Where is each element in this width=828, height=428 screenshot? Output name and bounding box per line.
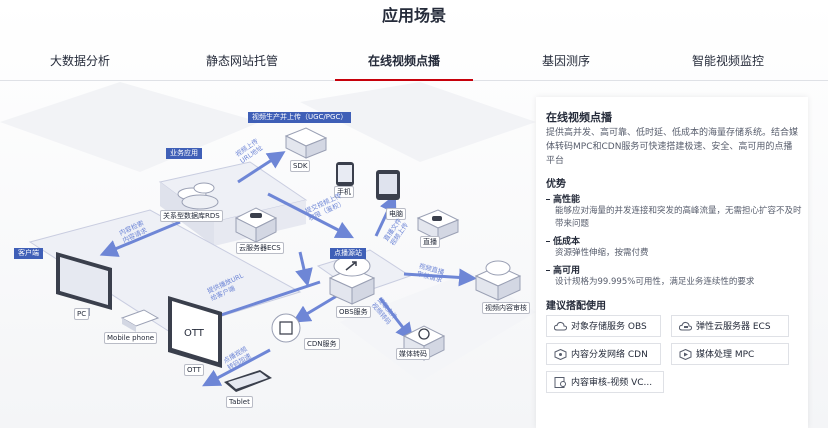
scenario-detail-panel: 在线视频点播 提供高并发、高可靠、低时延、低成本的海量存储系统。结合媒体转码MP… bbox=[536, 97, 808, 428]
tag-origin: 点播源站 bbox=[330, 248, 366, 259]
scenario-tabs: 大数据分析 静态网站托管 在线视频点播 基因测序 智能视频监控 bbox=[0, 44, 828, 81]
tab-static-website[interactable]: 静态网站托管 bbox=[205, 54, 279, 68]
tablet-node bbox=[224, 370, 272, 392]
arrow-device-obs bbox=[374, 193, 397, 237]
cloud-storage-icon bbox=[554, 321, 567, 331]
phone-node bbox=[336, 162, 354, 186]
label-pc: PC bbox=[74, 308, 90, 320]
advantages-title: 优势 bbox=[546, 179, 566, 190]
architecture-diagram: 视频生产并上传（UGC/PGC） 业务应用 客户端 点播源站 SDK 手机 电脑… bbox=[0, 82, 536, 428]
cdn-icon bbox=[554, 349, 567, 360]
tab-video-surveillance[interactable]: 智能视频监控 bbox=[691, 54, 765, 68]
advantage-desc: 能够应对海量的并发连接和突发的高峰流量，无需担心扩容不及时带来问题 bbox=[555, 206, 802, 229]
pc-node bbox=[56, 252, 112, 316]
arrow-to-cdn bbox=[292, 292, 341, 323]
tab-video-on-demand[interactable]: 在线视频点播 bbox=[367, 54, 441, 68]
arrow-upload-obs bbox=[267, 192, 355, 239]
label-phone: 手机 bbox=[334, 186, 354, 198]
label-live: 直播 bbox=[420, 236, 440, 248]
label-tablet: Tablet bbox=[226, 396, 253, 408]
diagram-canvas bbox=[0, 82, 536, 392]
dash-icon bbox=[546, 199, 550, 200]
active-tab-indicator bbox=[335, 79, 473, 81]
advantage-desc: 资源弹性伸缩，按需付费 bbox=[555, 248, 649, 258]
panel-title: 在线视频点播 bbox=[546, 111, 612, 124]
live-node bbox=[416, 209, 460, 241]
tab-big-data[interactable]: 大数据分析 bbox=[49, 54, 111, 68]
sdk-node bbox=[284, 127, 328, 159]
label-computer: 电脑 bbox=[386, 208, 406, 220]
label-review: 视频内容审核 bbox=[482, 302, 530, 314]
dash-icon bbox=[546, 241, 550, 242]
panel-description: 提供高并发、高可靠、低时延、低成本的海量存储系统。结合媒体转码MPC和CDN服务… bbox=[546, 128, 799, 166]
advantage-desc: 设计规格为99.995%可用性，满足业务连续性的要求 bbox=[555, 277, 755, 287]
computer-node bbox=[376, 170, 400, 200]
service-obs-link[interactable]: 对象存储服务 OBS bbox=[546, 315, 661, 337]
service-vcr-link[interactable]: 内容审核-视频 VC... bbox=[546, 371, 664, 393]
arrow-ecs-obs bbox=[295, 251, 313, 287]
advantage-name: 低成本 bbox=[546, 234, 580, 247]
ott-node bbox=[168, 296, 222, 372]
label-transcode: 媒体转码 bbox=[396, 348, 430, 360]
media-processing-icon bbox=[679, 349, 692, 360]
cdn-node bbox=[271, 313, 301, 343]
client-platform bbox=[28, 209, 302, 333]
services-title: 建议搭配使用 bbox=[546, 301, 606, 312]
label-ott: OTT bbox=[184, 364, 204, 376]
advantage-name: 高可用 bbox=[546, 263, 580, 276]
label-obs: OBS服务 bbox=[336, 306, 371, 318]
label-ecs: 云服务器ECS bbox=[236, 242, 284, 254]
service-ecs-link[interactable]: 弹性云服务器 ECS bbox=[671, 315, 789, 337]
tab-gene-sequencing[interactable]: 基因测序 bbox=[541, 54, 591, 68]
advantage-name: 高性能 bbox=[546, 192, 580, 205]
service-cdn-link[interactable]: 内容分发网络 CDN bbox=[546, 343, 661, 365]
cloud-server-icon bbox=[679, 321, 692, 331]
arrow-cdn-client bbox=[202, 348, 271, 387]
arrow-to-transcode bbox=[378, 297, 414, 342]
label-cdn: CDN服务 bbox=[304, 338, 340, 350]
tag-client: 客户端 bbox=[14, 248, 43, 259]
tag-upload: 视频生产并上传（UGC/PGC） bbox=[248, 112, 352, 123]
dash-icon bbox=[546, 270, 550, 271]
arrow-to-client bbox=[99, 220, 181, 257]
review-node bbox=[474, 260, 522, 301]
arrow-video-upload bbox=[237, 151, 286, 184]
obs-node bbox=[328, 255, 376, 305]
tag-business: 业务应用 bbox=[166, 148, 202, 159]
rds-node bbox=[177, 182, 219, 210]
label-rds: 关系型数据库RDS bbox=[160, 210, 223, 222]
service-mpc-link[interactable]: 媒体处理 MPC bbox=[671, 343, 789, 365]
section-title: 应用场景 bbox=[381, 6, 446, 25]
content-review-icon bbox=[554, 377, 566, 388]
label-sdk: SDK bbox=[290, 160, 311, 172]
mobile-phone-node bbox=[120, 309, 160, 332]
label-mobile-phone: Mobile phone bbox=[104, 332, 158, 344]
ott-screen-text: OTT bbox=[184, 328, 204, 339]
arrow-to-review bbox=[403, 268, 477, 287]
